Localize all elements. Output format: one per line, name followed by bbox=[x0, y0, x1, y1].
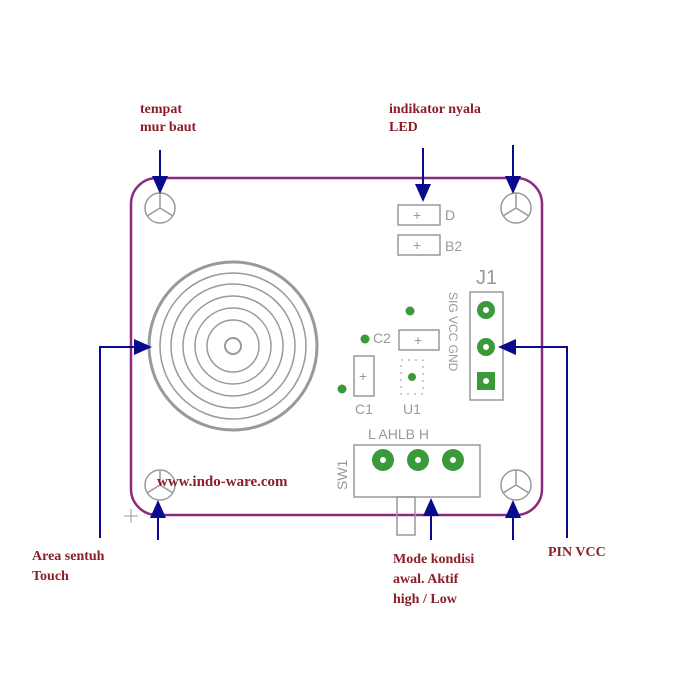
u1-label: U1 bbox=[403, 401, 421, 417]
sw1-label: SW1 bbox=[334, 459, 350, 490]
sw1-pin-labels: L AHLB H bbox=[368, 426, 429, 442]
annotation-led: indikator nyala LED bbox=[389, 102, 481, 135]
touch-pad bbox=[147, 260, 319, 432]
svg-text:+: + bbox=[414, 332, 422, 348]
capacitor-c2: C2 + bbox=[360, 329, 440, 351]
ic-u1: U1 bbox=[400, 359, 424, 417]
b2-label: B2 bbox=[445, 238, 462, 254]
annotation-line: Touch bbox=[32, 569, 69, 584]
svg-text:+: + bbox=[359, 368, 367, 384]
annotation-line: high / Low bbox=[393, 592, 458, 607]
svg-text:+: + bbox=[413, 207, 421, 223]
website-label: www.indo-ware.com bbox=[157, 474, 288, 490]
led-d: + D bbox=[397, 204, 455, 226]
switch-sw1: L AHLB H SW1 bbox=[334, 426, 481, 536]
annotation-pin-vcc: PIN VCC bbox=[548, 545, 606, 560]
annotation-line: LED bbox=[389, 120, 418, 135]
annotation-line: Mode kondisi bbox=[393, 552, 474, 567]
annotation-line: mur baut bbox=[140, 120, 196, 135]
d-label: D bbox=[445, 207, 455, 223]
annotation-line: indikator nyala bbox=[389, 102, 481, 117]
j1-pin-labels: SIG VCC GND bbox=[446, 292, 460, 372]
annotation-mount-hole: tempat mur baut bbox=[140, 102, 196, 135]
c2-label: C2 bbox=[373, 330, 391, 346]
annotation-mode: Mode kondisi awal. Aktif high / Low bbox=[393, 552, 474, 607]
mounting-holes bbox=[144, 192, 532, 501]
capacitor-c1: + C1 bbox=[337, 355, 375, 417]
arrows bbox=[99, 145, 568, 540]
svg-text:+: + bbox=[413, 237, 421, 253]
annotation-line: tempat bbox=[140, 102, 182, 117]
j1-label: J1 bbox=[476, 267, 497, 289]
c1-label: C1 bbox=[355, 401, 373, 417]
b2-component: + B2 bbox=[397, 234, 462, 256]
annotation-touch: Area sentuh Touch bbox=[32, 549, 105, 584]
annotation-line: awal. Aktif bbox=[393, 572, 459, 587]
annotation-line: Area sentuh bbox=[32, 549, 105, 564]
connector-j1: J1 SIG VCC GND bbox=[446, 267, 504, 401]
